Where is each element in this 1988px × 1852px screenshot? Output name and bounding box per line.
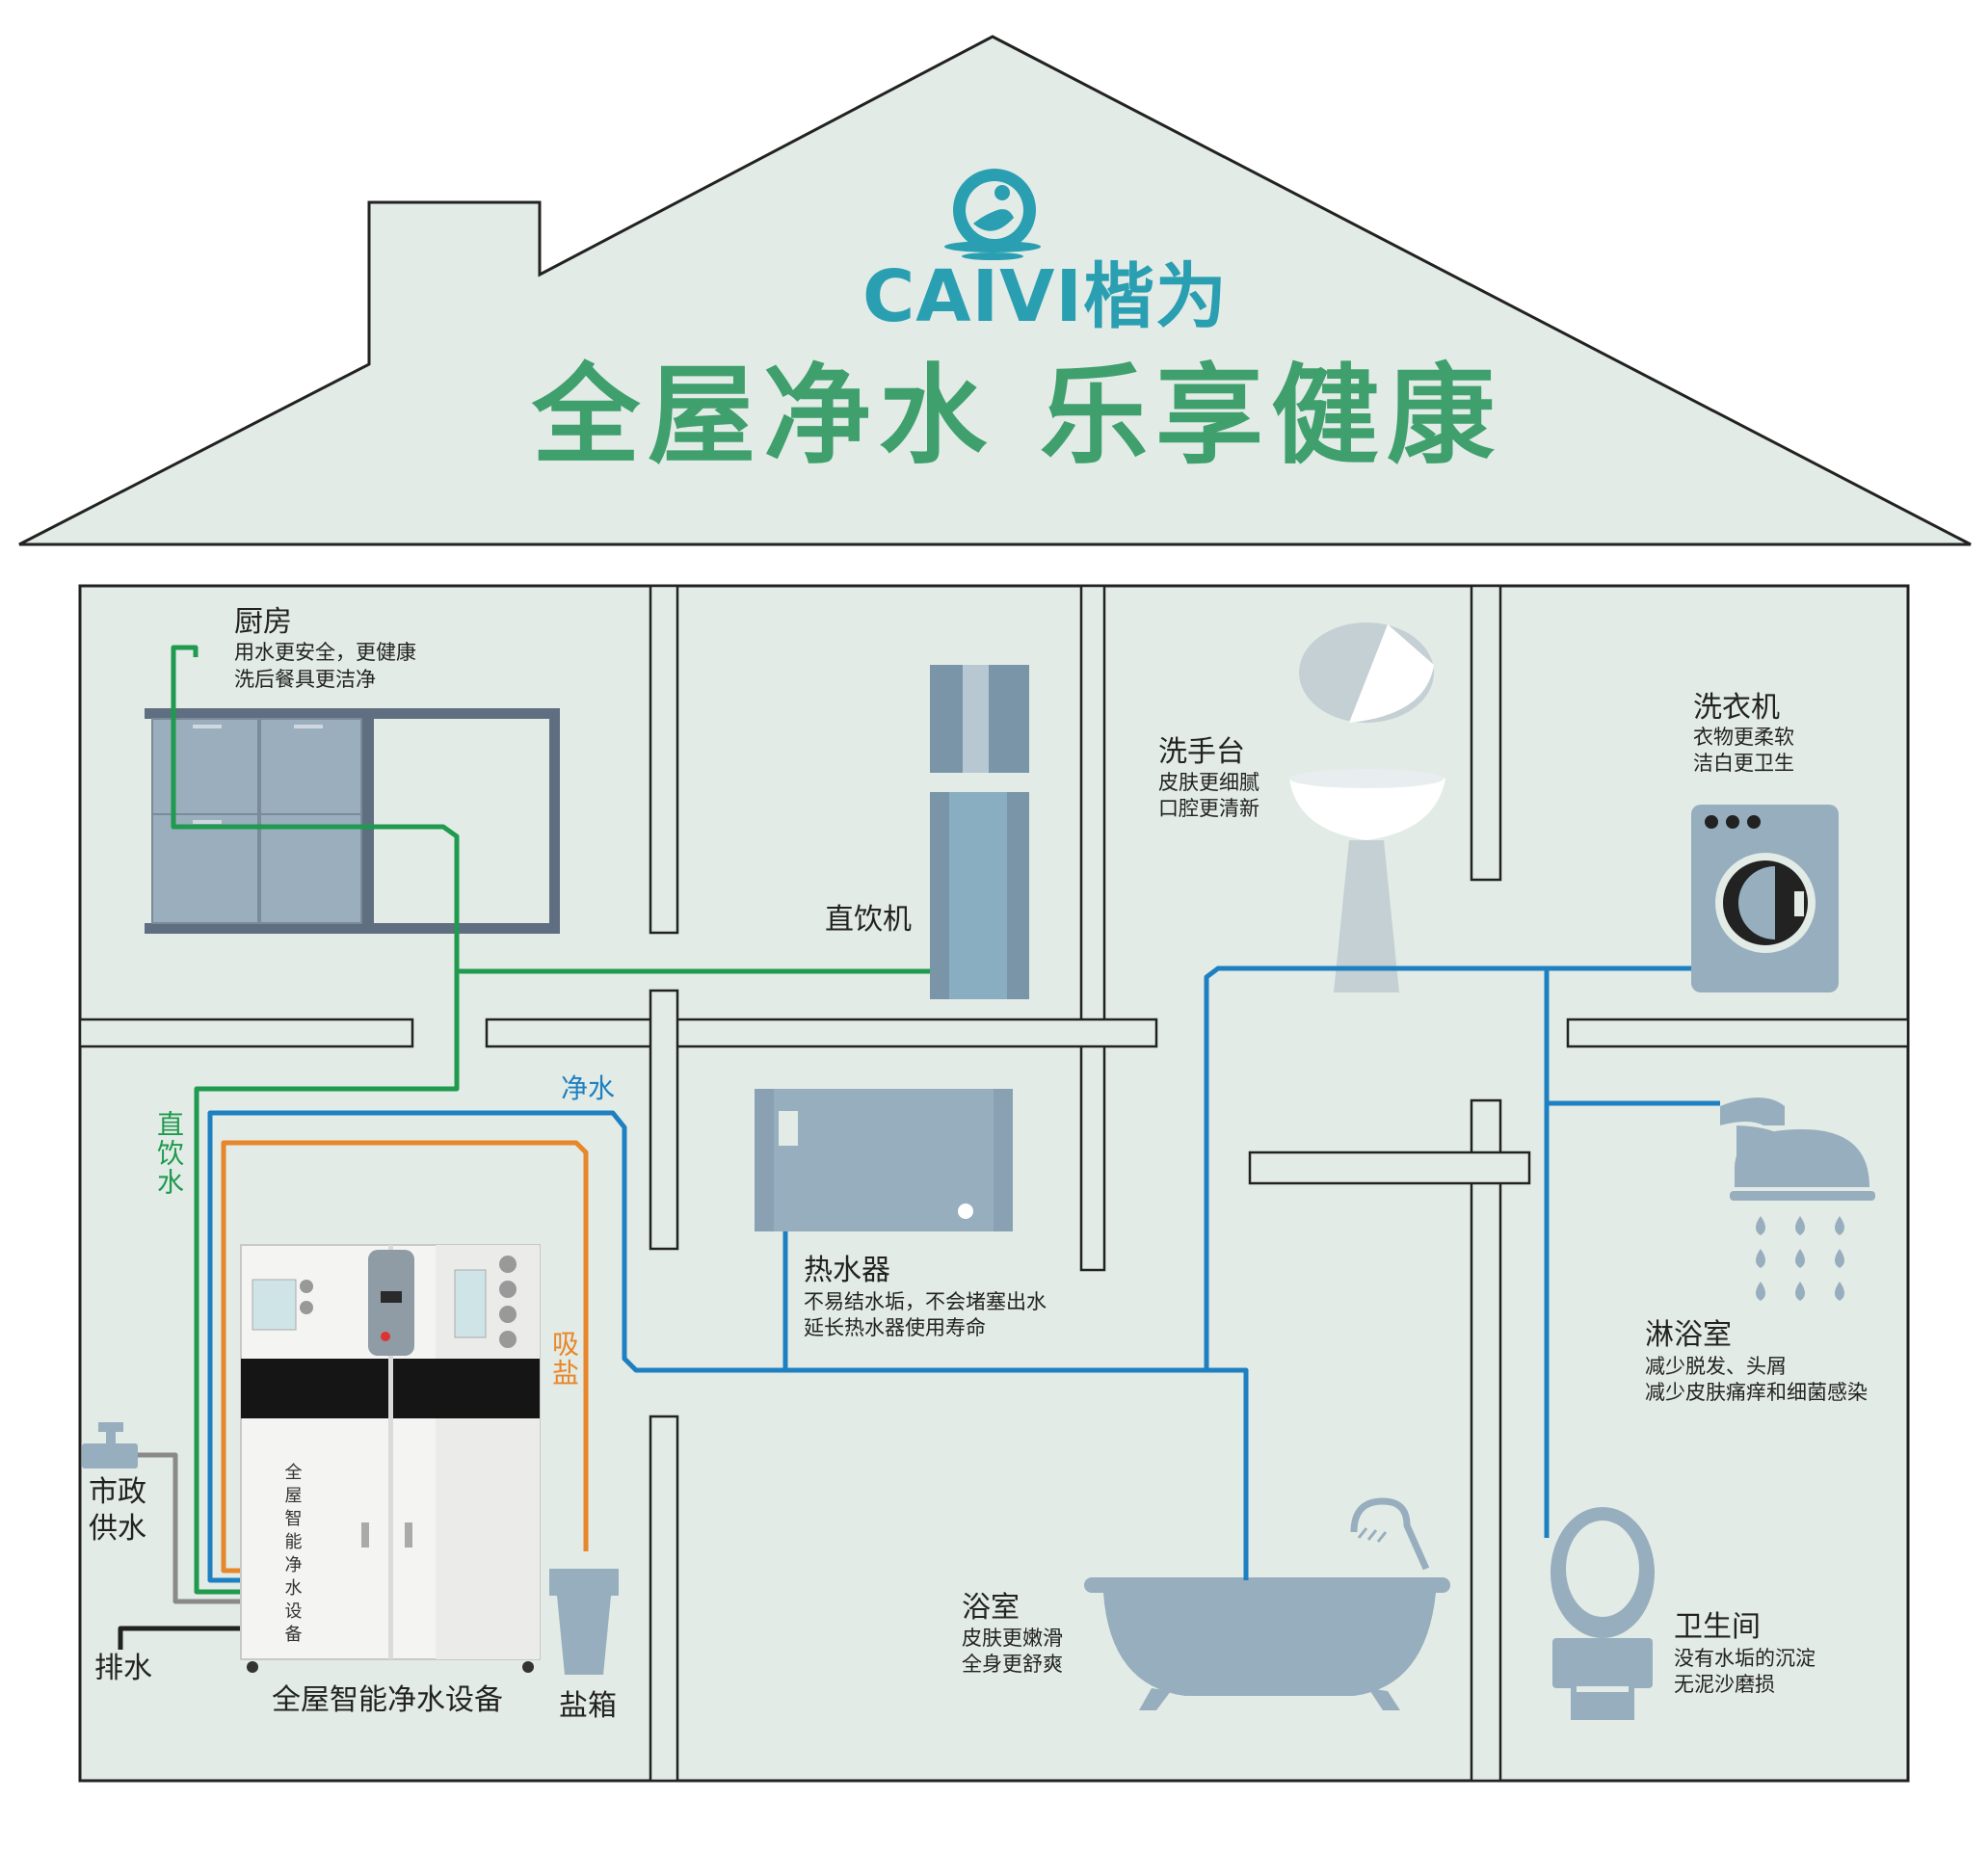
bathroom-desc-2: 全身更舒爽 <box>962 1653 1063 1676</box>
washing-machine-icon <box>1691 805 1839 992</box>
direct-drink-pipe-label: 直饮水 <box>153 1110 185 1197</box>
kitchen-desc-1: 用水更安全，更健康 <box>234 641 416 664</box>
washbasin <box>1289 622 1445 992</box>
water-heater-desc-1: 不易结水垢，不会堵塞出水 <box>804 1290 1047 1313</box>
purifier-label: 全屋智能净水设备 <box>272 1683 503 1717</box>
salt-intake-pipe-label: 吸盐 <box>548 1330 580 1388</box>
municipal-pipe <box>138 1452 246 1604</box>
purifier-panel-text: 全屋智能净水设备 <box>281 1463 303 1648</box>
salt-intake-pipe <box>221 1140 589 1574</box>
purifier-unit <box>240 1244 541 1673</box>
salt-box-label: 盐箱 <box>559 1689 617 1723</box>
shower-head-icon <box>1720 1098 1875 1301</box>
brand-logo-icon <box>944 169 1041 260</box>
bathroom-desc-1: 皮肤更嫩滑 <box>962 1627 1063 1650</box>
washbasin-title: 洗手台 <box>1158 735 1245 769</box>
pure-water-shower-branch <box>1544 968 1720 1538</box>
washbasin-desc-1: 皮肤更细腻 <box>1158 771 1259 794</box>
shower-title: 淋浴室 <box>1645 1318 1732 1352</box>
shower-desc-1: 减少脱发、头屑 <box>1645 1355 1787 1378</box>
pure-water-pipe <box>207 1110 1249 1583</box>
direct-drink-pipe-main <box>171 645 460 1595</box>
shower-desc-2: 减少皮肤痛痒和细菌感染 <box>1645 1381 1868 1404</box>
slogan: 全屋净水 乐享健康 <box>532 354 1502 479</box>
kitchen-desc-2: 洗后餐具更洁净 <box>234 668 376 691</box>
pure-water-pipe-label: 净水 <box>561 1072 616 1104</box>
toilet-icon <box>1551 1507 1655 1720</box>
municipal-tap-icon <box>82 1422 138 1468</box>
water-heater-desc-2: 延长热水器使用寿命 <box>804 1316 986 1339</box>
toilet-desc-2: 无泥沙磨损 <box>1674 1673 1775 1696</box>
kitchen-title: 厨房 <box>234 605 292 639</box>
washing-machine-desc-1: 衣物更柔软 <box>1693 726 1794 749</box>
washbasin-desc-2: 口腔更清新 <box>1158 797 1259 820</box>
washing-machine-desc-2: 洁白更卫生 <box>1693 752 1794 775</box>
interior-walls <box>78 584 1910 1783</box>
water-heater <box>755 1089 1013 1231</box>
water-heater-title: 热水器 <box>804 1254 890 1287</box>
roof <box>18 35 1972 546</box>
drink-machine-title: 直饮机 <box>825 903 912 937</box>
toilet-title: 卫生间 <box>1674 1610 1761 1644</box>
bathroom-title: 浴室 <box>962 1591 1020 1625</box>
drain-pipe <box>118 1626 246 1650</box>
kitchen-cabinet <box>145 708 560 934</box>
municipal-label: 市政供水 <box>89 1475 146 1546</box>
direct-drink-machine <box>930 665 1029 999</box>
brand-name: CAIVI楷为 <box>862 255 1228 338</box>
pure-water-right-main <box>1204 966 1691 1370</box>
drain-label: 排水 <box>94 1652 152 1685</box>
washing-machine-title: 洗衣机 <box>1693 691 1780 725</box>
salt-box <box>549 1569 619 1675</box>
toilet-desc-1: 没有水垢的沉淀 <box>1674 1647 1816 1670</box>
bathtub-icon <box>1084 1497 1450 1710</box>
